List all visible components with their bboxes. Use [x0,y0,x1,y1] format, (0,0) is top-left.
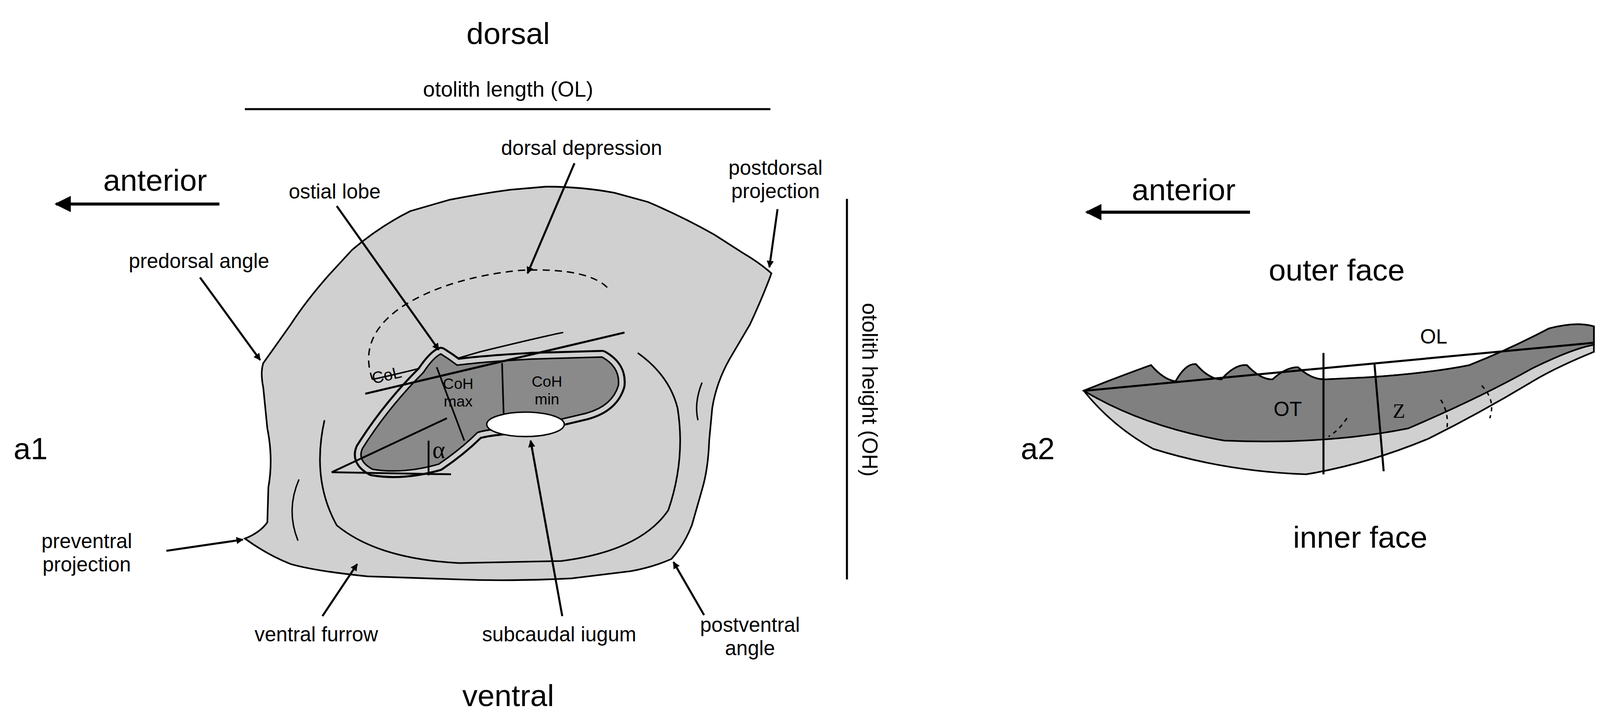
dimension-label: CoH min [522,372,572,409]
angle-label: α [432,435,446,464]
part-label: predorsal angle [128,249,270,273]
part-label: ventral furrow [254,622,379,647]
part-label: subcaudal iugum [482,622,637,647]
dimension-label: otolith height (OH) [857,302,882,477]
part-label: preventral projection [24,529,149,577]
dimension-label: otolith length (OL) [422,77,594,102]
part-label: ostial lobe [288,179,381,204]
panel-label: a2 [1020,431,1055,467]
dimension-label: Z [1392,399,1406,423]
orientation-label: anterior [1131,172,1236,208]
orientation-label: ventral [462,678,555,713]
dimension-label: OT [1273,397,1303,421]
dimension-label: OL [1420,325,1448,349]
face-label: outer face [1268,252,1405,289]
part-label: dorsal depression [501,136,663,160]
part-label: postdorsal projection [714,156,837,204]
orientation-label: anterior [103,163,207,199]
dimension-label: CoH max [435,375,481,411]
panel-label: a1 [13,431,48,467]
face-label: inner face [1293,520,1428,556]
orientation-label: dorsal [466,15,550,52]
part-label: postventral angle [687,612,812,660]
